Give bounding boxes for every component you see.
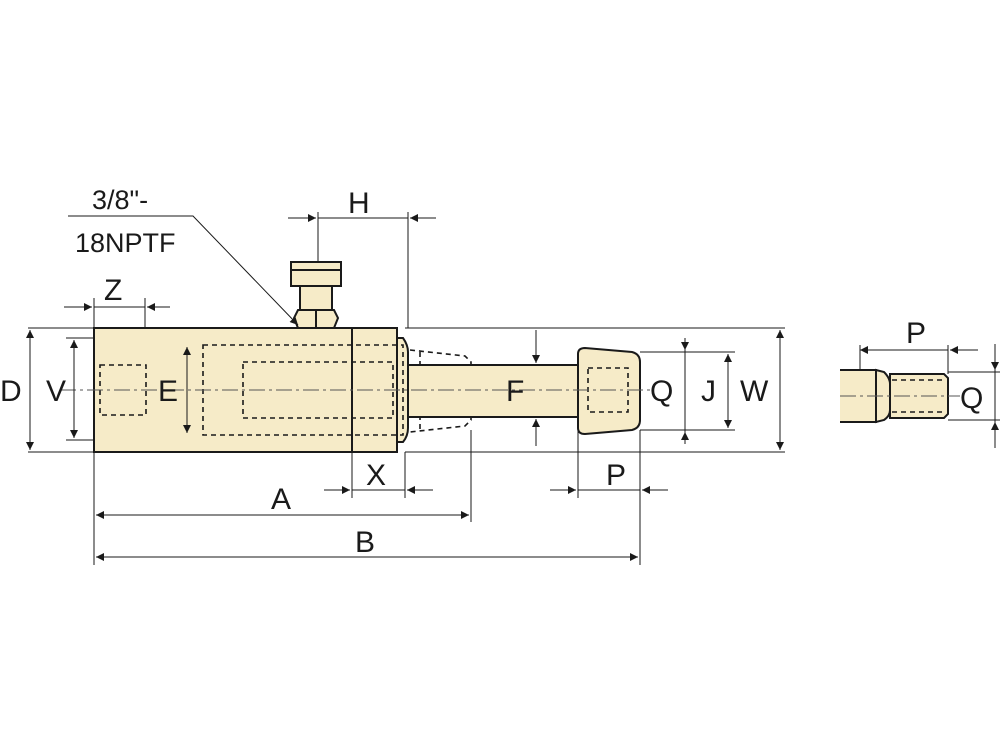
dim-label-z: Z	[104, 274, 122, 307]
port-callout: 3/8"- 18NPTF	[68, 185, 299, 326]
dimension-lines	[26, 214, 784, 561]
detail-threaded-stud	[889, 373, 949, 419]
dim-label-j: J	[701, 375, 716, 408]
saddle-detail-view: P Q	[840, 317, 1000, 448]
port-thread-label-line2: 18NPTF	[75, 228, 176, 258]
dim-label-p: P	[606, 459, 626, 492]
dim-label-w: W	[740, 375, 769, 408]
dimension-labels: H Z D V E F Q J W X P A B	[0, 187, 769, 559]
dim-label-a: A	[271, 483, 291, 516]
plunger-rod	[407, 364, 579, 418]
dim-label-x: X	[366, 459, 386, 492]
dim-label-e: E	[158, 375, 178, 408]
inner-bore-hidden	[242, 361, 394, 419]
port-thread-label-line1: 3/8"-	[92, 185, 148, 215]
dim-label-f: F	[506, 375, 524, 408]
coupler-stem	[299, 285, 333, 311]
dim-label-v: V	[46, 375, 66, 408]
cylinder-main-view	[28, 212, 785, 565]
dim-label-b: B	[355, 526, 375, 559]
detail-dim-label-p: P	[906, 317, 926, 350]
dim-label-d: D	[0, 375, 22, 408]
dim-label-h: H	[348, 187, 370, 220]
dim-label-q: Q	[650, 375, 673, 408]
coupler-body	[290, 261, 342, 287]
detail-dim-label-q: Q	[960, 382, 983, 415]
extension-lines	[28, 212, 785, 565]
